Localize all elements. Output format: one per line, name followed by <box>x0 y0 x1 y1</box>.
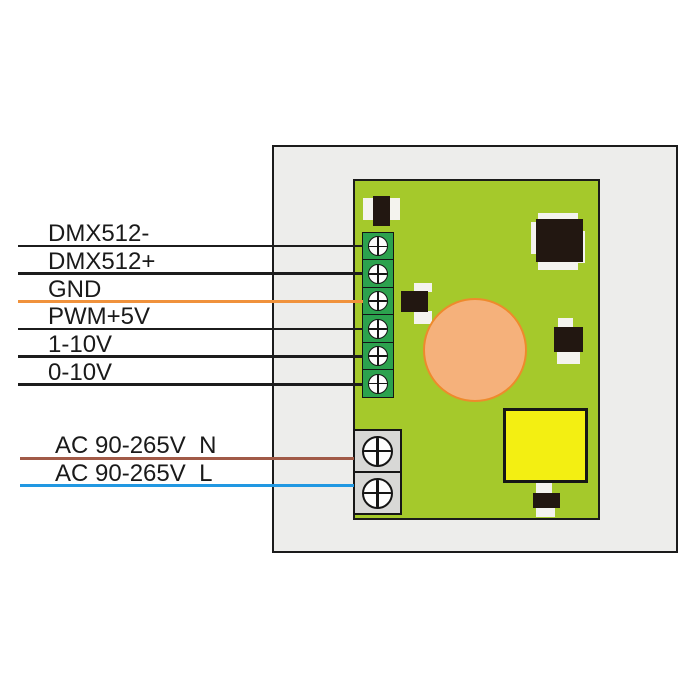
terminal-cell <box>362 286 394 316</box>
capacitor-circle <box>423 298 527 402</box>
solder-pad <box>363 198 373 220</box>
screw-icon <box>368 318 388 339</box>
screw-icon <box>368 346 388 367</box>
terminal-cell <box>362 369 394 399</box>
ac-terminal-cell <box>353 429 402 473</box>
signal-wire <box>18 300 363 303</box>
signal-wire <box>18 383 363 386</box>
transformer-block <box>503 408 588 483</box>
smd-body <box>554 327 583 352</box>
terminal-cell <box>362 314 394 344</box>
terminal-cell <box>362 232 394 261</box>
smd-body <box>373 196 390 226</box>
signal-terminal-block <box>362 232 394 399</box>
screw-icon <box>368 373 388 394</box>
power-wire <box>20 456 354 460</box>
solder-pad <box>414 311 432 324</box>
wire-label: 0-10V <box>48 358 113 386</box>
wire-label: 1-10V <box>48 330 113 358</box>
solder-pad <box>558 318 573 328</box>
terminal-cell <box>362 341 394 371</box>
ac-terminal-block <box>353 429 402 515</box>
screw-icon <box>362 477 393 509</box>
signal-wire <box>18 272 363 275</box>
wire-label: DMX512+ <box>48 247 156 275</box>
ac-terminal-cell <box>353 471 402 515</box>
screw-icon <box>362 435 393 467</box>
solder-pad <box>557 352 580 364</box>
smd-body <box>401 291 428 312</box>
solder-pad <box>536 507 555 517</box>
screw-icon <box>368 263 388 284</box>
signal-wire <box>18 327 363 331</box>
screw-icon <box>368 236 388 257</box>
wire-label: GND <box>48 275 102 303</box>
smd-body <box>533 493 560 508</box>
terminal-cell <box>362 259 394 289</box>
wire-label: AC 90-265V L <box>55 459 213 487</box>
wire-label: PWM+5V <box>48 303 151 330</box>
solder-pad <box>390 198 400 220</box>
wire-label: DMX512- <box>48 220 150 247</box>
solder-pad <box>536 483 552 493</box>
solder-pad <box>538 261 578 270</box>
signal-wire <box>18 355 363 358</box>
signal-wire <box>18 244 363 248</box>
power-wire <box>20 484 354 487</box>
screw-icon <box>368 291 388 312</box>
solder-pad <box>414 283 432 292</box>
solder-pad <box>538 213 578 221</box>
ic-body <box>536 219 583 262</box>
solder-pad <box>531 222 538 254</box>
wire-label: AC 90-265V N <box>55 432 217 459</box>
